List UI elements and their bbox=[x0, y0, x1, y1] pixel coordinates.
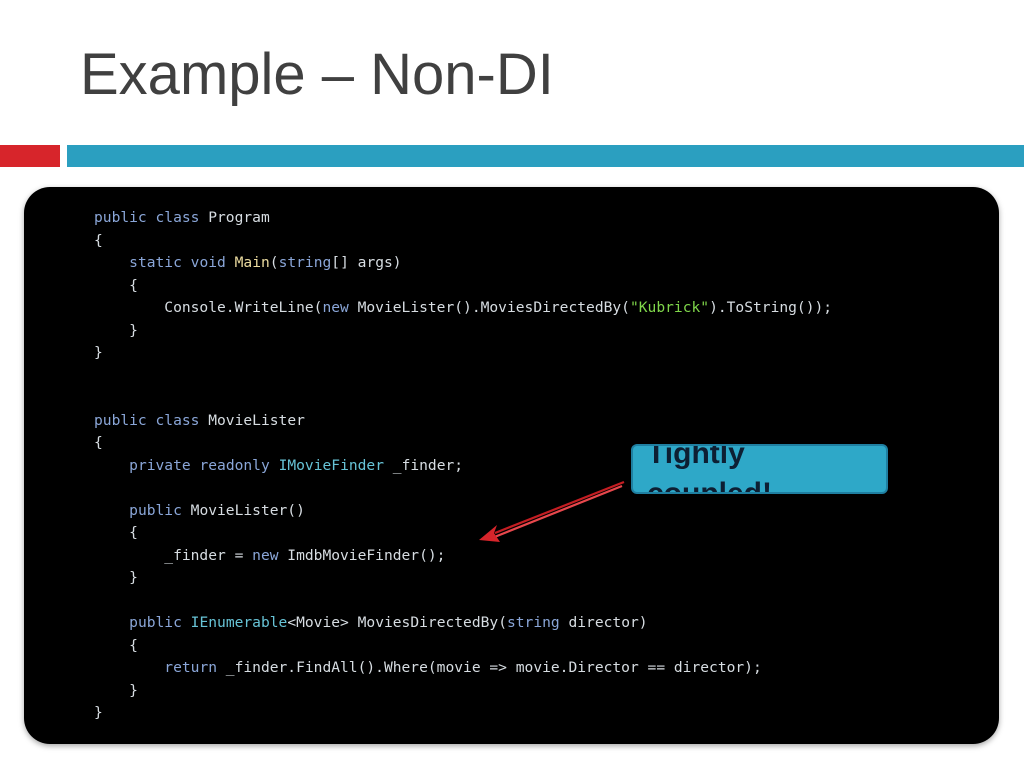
arrow-line-inner bbox=[494, 480, 625, 535]
code-line: } bbox=[94, 704, 103, 721]
code-line: static void Main(string[] args) bbox=[129, 254, 402, 271]
code-line: { bbox=[94, 524, 138, 541]
code-line: { bbox=[94, 231, 103, 249]
code-line: return _finder.FindAll().Where(movie => … bbox=[164, 659, 762, 676]
code-line: } bbox=[94, 681, 138, 699]
code-line: private readonly IMovieFinder _finder; bbox=[129, 456, 464, 474]
code-line: { bbox=[94, 636, 138, 654]
code-line: { bbox=[94, 434, 103, 451]
code-line: { bbox=[94, 276, 138, 294]
code-line: public class MovieLister bbox=[94, 411, 305, 429]
callout-text: Tightly coupled! bbox=[647, 444, 772, 494]
arrow-head bbox=[479, 525, 500, 542]
code-line: public class Program bbox=[94, 209, 270, 226]
slide-title: Example – Non-DI bbox=[80, 42, 554, 107]
code-line: } bbox=[94, 321, 138, 339]
code-line: _finder = new ImdbMovieFinder(); bbox=[94, 546, 446, 564]
code-line: } bbox=[94, 569, 138, 586]
code-line: } bbox=[94, 344, 103, 361]
code-line: Console.WriteLine(new MovieLister().Movi… bbox=[94, 299, 833, 316]
arrow-line-outer bbox=[491, 484, 623, 540]
code-line: public MovieLister() bbox=[129, 501, 305, 519]
code-line: public IEnumerable<Movie> MoviesDirected… bbox=[129, 614, 648, 631]
code-block: public class Program { static void Main(s… bbox=[94, 207, 832, 725]
blue-accent-bar bbox=[67, 145, 1024, 167]
callout-box: Tightly coupled! bbox=[631, 444, 888, 494]
red-accent-bar bbox=[0, 145, 60, 167]
